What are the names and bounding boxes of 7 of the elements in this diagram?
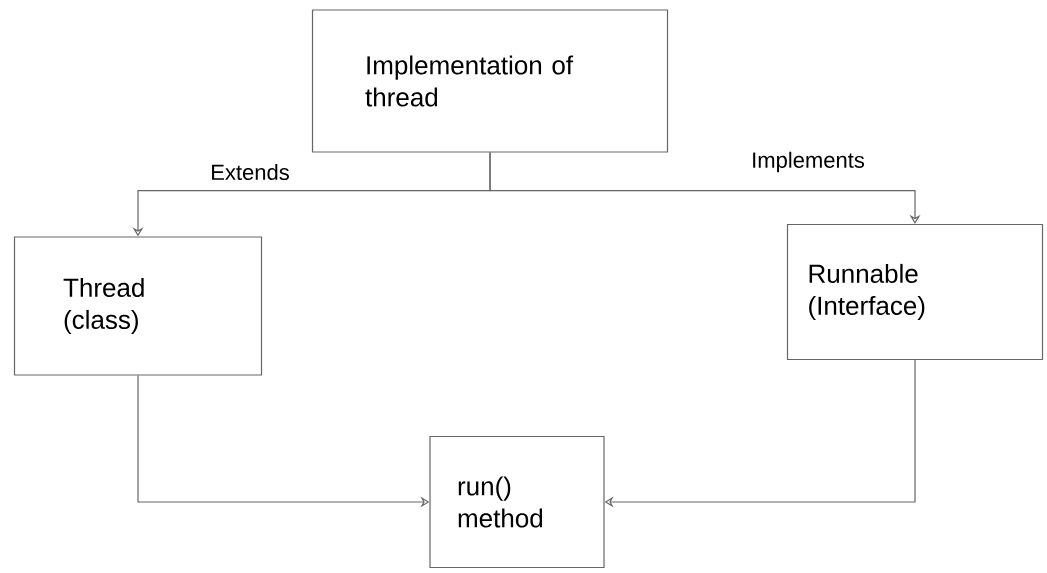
arrow — [489, 152, 921, 224]
edge-label: Extends — [208, 161, 292, 183]
process-box: run() method — [429, 435, 605, 569]
edge-label: Implements — [749, 149, 867, 175]
process-box: Thread (class) — [13, 236, 263, 376]
process-box: Implementation of thread — [311, 9, 669, 153]
process-box: Runnable (Interface) — [786, 223, 1044, 361]
